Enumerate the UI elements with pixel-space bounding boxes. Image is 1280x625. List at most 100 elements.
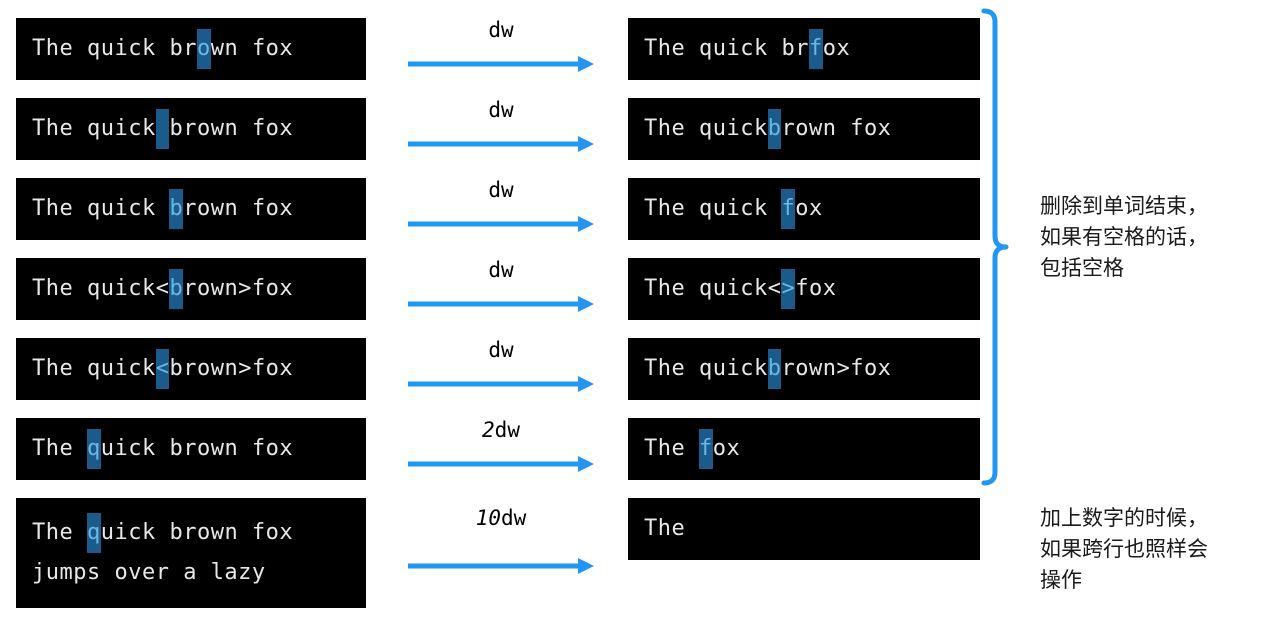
text-after-cursor: brown>fox: [169, 356, 294, 381]
command-label-row-2: dw: [408, 98, 594, 122]
command-label-row-6: 2dw: [408, 418, 594, 442]
terminal-before-row-2: The quick brown fox: [16, 98, 366, 160]
text-before-cursor: The quick: [644, 356, 768, 381]
transition-arrow-row-4: dw: [408, 258, 594, 320]
cursor-block: q: [86, 513, 101, 553]
terminal-after-row-7: The: [628, 498, 980, 560]
command-count: 2: [482, 418, 495, 442]
transition-arrow-row-1: dw: [408, 18, 594, 80]
cursor-block: q: [86, 429, 101, 469]
command-label-row-7: 10dw: [408, 506, 594, 530]
text-before-cursor: The: [32, 520, 87, 545]
cursor-block: f: [698, 429, 713, 469]
command-label-row-3: dw: [408, 178, 594, 202]
text-before-cursor: The quick: [32, 356, 156, 381]
terminal-after-row-2: The quickbrown fox: [628, 98, 980, 160]
note-count-multiline: 加上数字的时候， 如果跨行也照样会 操作: [1040, 506, 1208, 592]
terminal-line: The quick brown fox: [32, 109, 366, 149]
terminal-line: The fox: [644, 429, 980, 469]
text-before-cursor: The: [32, 436, 87, 461]
text-after-cursor: rown fox: [781, 116, 892, 141]
cursor-block: b: [169, 269, 184, 309]
text-before-cursor: The: [644, 436, 699, 461]
terminal-before-row-3: The quick brown fox: [16, 178, 366, 240]
command-count: 10: [475, 506, 501, 530]
terminal-after-row-4: The quick<>fox: [628, 258, 980, 320]
cursor-block: b: [767, 349, 782, 389]
terminal-line: The quick<>fox: [644, 269, 980, 309]
transition-arrow-row-6: 2dw: [408, 418, 594, 480]
terminal-line: The quick fox: [644, 189, 980, 229]
command-verb: dw: [488, 258, 514, 282]
cursor-block: f: [808, 29, 823, 69]
cursor-block: f: [781, 189, 796, 229]
text-before-cursor: The: [644, 516, 686, 541]
transition-arrow-row-3: dw: [408, 178, 594, 240]
arrow-icon: [408, 296, 594, 312]
text-before-cursor: The quick: [32, 196, 170, 221]
terminal-line: The quick brown fox: [32, 513, 366, 553]
text-after-cursor: rown>fox: [781, 356, 892, 381]
command-verb: dw: [501, 506, 527, 530]
text-before-cursor: The quick<: [32, 276, 170, 301]
text-before-cursor: The quick: [644, 196, 782, 221]
text-after-cursor: ox: [712, 436, 741, 461]
cursor-block: o: [196, 29, 211, 69]
text-after-cursor: brown fox: [169, 116, 294, 141]
terminal-after-row-5: The quickbrown>fox: [628, 338, 980, 400]
command-verb: dw: [488, 18, 514, 42]
cursor-block: b: [169, 189, 184, 229]
text-after-cursor: uick brown fox: [100, 436, 294, 461]
command-verb: dw: [494, 418, 520, 442]
command-label-row-1: dw: [408, 18, 594, 42]
terminal-line: The quick<brown>fox: [32, 349, 366, 389]
terminal-before-row-5: The quick<brown>fox: [16, 338, 366, 400]
terminal-line: The quick brown fox: [32, 29, 366, 69]
terminal-before-row-4: The quick<brown>fox: [16, 258, 366, 320]
text-before-cursor: The quick: [644, 116, 768, 141]
terminal-line: The: [644, 509, 980, 549]
terminal-line: The quick brfox: [644, 29, 980, 69]
terminal-before-row-7: The quick brown fox jumps over a lazy: [16, 498, 366, 608]
transition-arrow-row-5: dw: [408, 338, 594, 400]
cursor-block: [155, 109, 170, 149]
command-verb: dw: [488, 178, 514, 202]
text-after-cursor: rown fox: [183, 196, 294, 221]
arrow-icon: [408, 136, 594, 152]
terminal-after-row-1: The quick brfox: [628, 18, 980, 80]
arrow-icon: [408, 376, 594, 392]
command-verb: dw: [488, 98, 514, 122]
text-after-cursor: ox: [795, 196, 823, 221]
text-after-cursor: uick brown fox: [100, 520, 294, 545]
terminal-line: The quick brown fox: [32, 189, 366, 229]
terminal-line: The quickbrown>fox: [644, 349, 980, 389]
terminal-before-row-6: The quick brown fox: [16, 418, 366, 480]
arrow-icon: [408, 456, 594, 472]
text-after-cursor: fox: [795, 276, 837, 301]
command-label-row-5: dw: [408, 338, 594, 362]
terminal-before-row-1: The quick brown fox: [16, 18, 366, 80]
arrow-icon: [408, 558, 594, 574]
text-after-cursor: rown>fox: [183, 276, 294, 301]
terminal-line: The quickbrown fox: [644, 109, 980, 149]
text-after-cursor: wn fox: [210, 36, 294, 61]
text-before-cursor: The quick<: [644, 276, 782, 301]
cursor-block: >: [781, 269, 796, 309]
arrow-icon: [408, 216, 594, 232]
terminal-after-row-6: The fox: [628, 418, 980, 480]
transition-arrow-row-7: 10dw: [408, 498, 594, 578]
text-before-cursor: The quick br: [32, 36, 197, 61]
cursor-block: b: [767, 109, 782, 149]
terminal-line-2: jumps over a lazy: [32, 560, 266, 585]
command-label-row-4: dw: [408, 258, 594, 282]
text-before-cursor: The quick: [32, 116, 156, 141]
text-before-cursor: The quick br: [644, 36, 809, 61]
arrow-icon: [408, 56, 594, 72]
terminal-after-row-3: The quick fox: [628, 178, 980, 240]
terminal-line: The quick brown fox: [32, 429, 366, 469]
terminal-line: The quick<brown>fox: [32, 269, 366, 309]
brace-rows-1-to-6: [981, 8, 1009, 486]
note-word-end: 删除到单词结束， 如果有空格的话， 包括空格: [1040, 194, 1208, 280]
command-verb: dw: [488, 338, 514, 362]
cursor-block: <: [155, 349, 170, 389]
